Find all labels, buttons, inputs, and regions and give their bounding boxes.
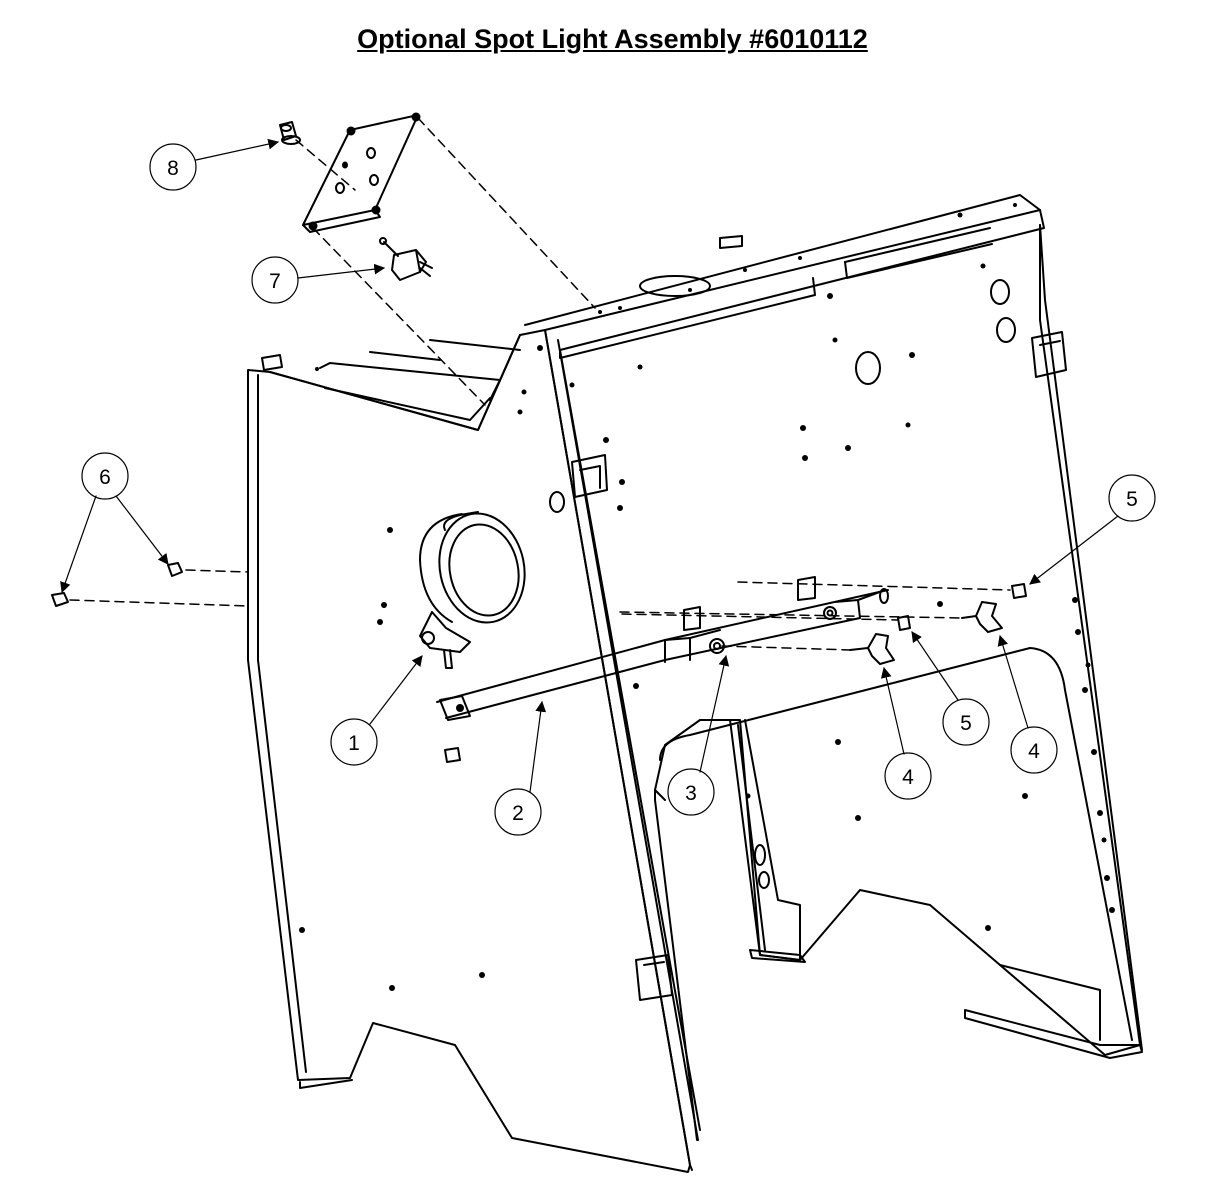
callout-label-2: 2 bbox=[512, 802, 524, 825]
callout-label-5a: 5 bbox=[960, 712, 972, 735]
light-bar-part-2 bbox=[436, 576, 889, 763]
callout-label-3: 3 bbox=[685, 782, 697, 805]
callout-labels: 1 2 3 4 4 5 5 6 7 8 bbox=[99, 157, 1138, 825]
nuts-part-6 bbox=[51, 562, 183, 607]
panel-holes bbox=[299, 203, 1115, 991]
screw-part-8 bbox=[279, 121, 301, 145]
callout-label-1: 1 bbox=[348, 732, 360, 755]
assembly-lines bbox=[69, 117, 1011, 651]
star-knobs-part-4 bbox=[849, 601, 1003, 665]
toggle-switch-part-7 bbox=[379, 237, 433, 281]
diagram-title: Optional Spot Light Assembly #6010112 bbox=[357, 24, 868, 54]
cabinet-frame bbox=[247, 194, 1143, 1173]
callout-label-4b: 4 bbox=[1028, 740, 1040, 763]
callout-label-8: 8 bbox=[167, 157, 179, 180]
spot-light-part-1 bbox=[419, 511, 526, 669]
callouts bbox=[60, 138, 1156, 836]
callout-label-7: 7 bbox=[269, 270, 281, 293]
switch-plate bbox=[302, 112, 421, 233]
callout-label-6: 6 bbox=[99, 466, 111, 489]
bolts-part-5 bbox=[897, 583, 1027, 631]
callout-label-5b: 5 bbox=[1126, 488, 1138, 511]
callout-label-4a: 4 bbox=[902, 766, 914, 789]
